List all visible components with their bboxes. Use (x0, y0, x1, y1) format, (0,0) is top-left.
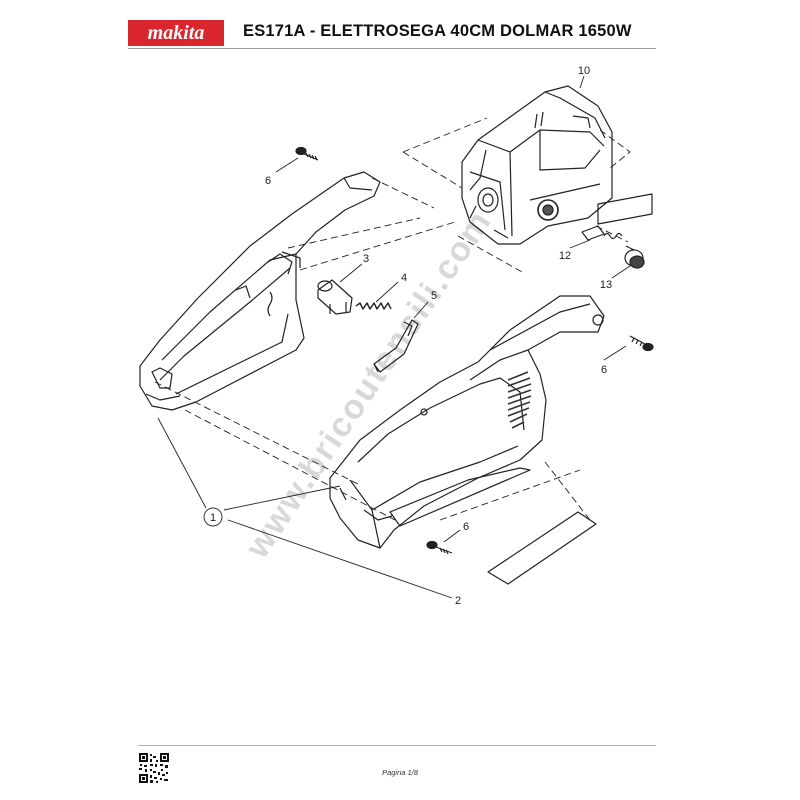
part-6-screw-top (295, 146, 319, 161)
part-6-screw-right (629, 335, 654, 352)
part-1-right-housing (329, 295, 605, 549)
page-number: Pagina 1/8 (382, 768, 418, 777)
callout-1: 1 (210, 512, 216, 524)
callout-3: 3 (363, 253, 369, 265)
callout-12: 12 (559, 250, 571, 262)
assembly-dash-lines (154, 117, 631, 521)
part-12-carbon-brush (581, 225, 623, 241)
part-6-screw-bottom (426, 540, 453, 555)
callout-4: 4 (401, 272, 407, 284)
callout-1-circle (203, 507, 223, 527)
callout-6-bottom: 6 (463, 521, 469, 533)
part-13-brush-cap (624, 245, 645, 269)
makita-logo: makita (128, 20, 224, 46)
label-plate-small (597, 193, 653, 225)
page-title: ES171A - ELETTROSEGA 40CM DOLMAR 1650W (243, 22, 632, 40)
footer-divider (138, 745, 656, 746)
part-10-motor-housing (461, 85, 613, 245)
callout-6-right: 6 (601, 364, 607, 376)
part-2-label-plate (487, 511, 597, 585)
brand-text: makita (148, 22, 205, 44)
part-5-lock-button (373, 319, 419, 373)
callout-5: 5 (431, 290, 437, 302)
callout-13: 13 (600, 279, 612, 291)
callout-2: 2 (455, 595, 461, 607)
qr-code-icon (138, 752, 170, 784)
leader-lines (157, 75, 631, 599)
part-4-spring (355, 302, 392, 310)
part-3-trigger-lever (317, 279, 353, 315)
callout-6-top: 6 (265, 175, 271, 187)
callout-10: 10 (578, 65, 590, 77)
part-1-left-housing (139, 171, 381, 411)
header-divider (128, 48, 656, 49)
